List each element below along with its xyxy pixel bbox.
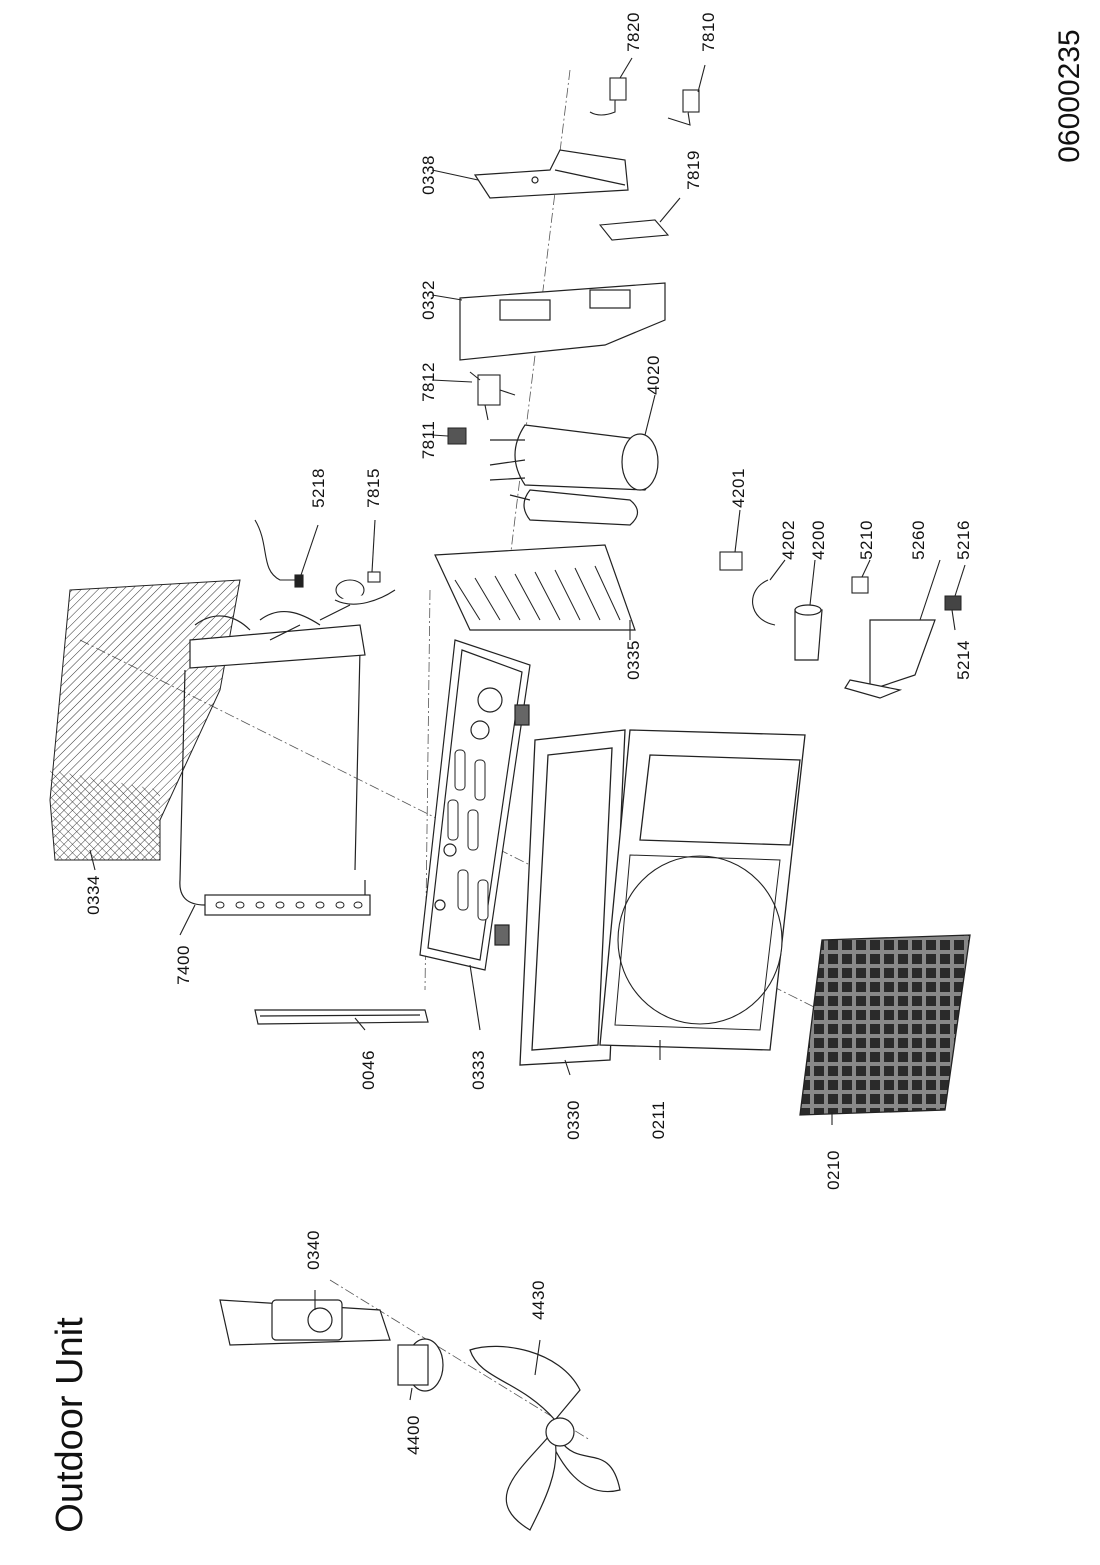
part-0333-base-pan: [419, 639, 531, 971]
part-0334-mesh-guard: [49, 579, 241, 861]
callout-4430: 4430: [529, 1280, 548, 1320]
part-4020-compressor: [489, 424, 659, 526]
page-title: Outdoor Unit: [49, 1317, 91, 1533]
callout-0210: 0210: [824, 1150, 843, 1190]
callout-4400: 4400: [404, 1415, 423, 1455]
callout-7812: 7812: [419, 362, 438, 402]
callout-0335: 0335: [624, 640, 643, 680]
part-0210-grille: [799, 934, 971, 1116]
part-5260-control-box: [844, 619, 936, 699]
callout-4202: 4202: [779, 520, 798, 560]
leader-lines: [89, 57, 966, 1401]
part-0332-panel: [459, 282, 666, 361]
document-number: 06000235: [1053, 29, 1086, 163]
part-0211-front-panel: [599, 729, 806, 1051]
part-5218-sensor: [254, 519, 304, 588]
part-7812-valve: [469, 371, 516, 421]
callout-5260: 5260: [909, 520, 928, 560]
part-4202-wire: [752, 579, 776, 626]
part-0338-cover: [473, 149, 629, 199]
part-4201-component: [719, 551, 743, 571]
callout-7815: 7815: [364, 468, 383, 508]
part-7819-bracket: [598, 219, 670, 241]
callout-7810: 7810: [699, 12, 718, 52]
callout-7811: 7811: [419, 420, 438, 460]
callout-5216: 5216: [954, 520, 973, 560]
part-4200-capacitor: [794, 604, 823, 661]
part-4430-fan-blade: [469, 1345, 621, 1531]
callout-7400: 7400: [174, 945, 193, 985]
callout-0334: 0334: [84, 875, 103, 915]
part-0340-motor-bracket: [219, 1299, 391, 1346]
part-7820-service-valve: [589, 77, 627, 116]
callout-4200: 4200: [809, 520, 828, 560]
part-0046-support-bar: [254, 1009, 429, 1025]
callout-0046: 0046: [359, 1050, 378, 1090]
callout-7819: 7819: [684, 150, 703, 190]
part-0335-partition: [434, 544, 636, 631]
callout-0211: 0211: [649, 1100, 668, 1140]
callout-4201: 4201: [729, 468, 748, 508]
part-7810-service-valve: [667, 89, 700, 126]
callout-0333: 0333: [469, 1050, 488, 1090]
part-7815-sensor: [334, 571, 396, 605]
callout-5214: 5214: [954, 640, 973, 680]
callout-5218: 5218: [309, 468, 328, 508]
callout-0340: 0340: [304, 1230, 323, 1270]
part-7811-coil: [447, 427, 467, 445]
callout-4020: 4020: [644, 355, 663, 395]
callout-5210: 5210: [857, 520, 876, 560]
part-5216-terminal: [944, 595, 962, 611]
part-7400-condenser-coil: [179, 604, 371, 916]
part-4400-fan-motor: [397, 1338, 444, 1392]
callout-7820: 7820: [624, 12, 643, 52]
part-5210-relay: [851, 576, 869, 594]
callout-0332: 0332: [419, 280, 438, 320]
callout-0338: 0338: [419, 155, 438, 195]
part-0330-side-panel: [519, 729, 626, 1066]
callout-0330: 0330: [564, 1100, 583, 1140]
